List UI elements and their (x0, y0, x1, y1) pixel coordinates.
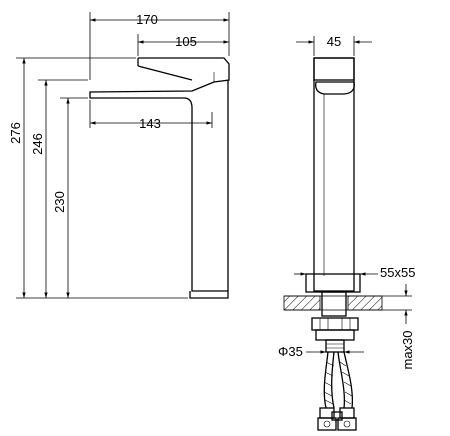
faucet-front-handle-line (191, 72, 215, 92)
fitting-left-hole (323, 420, 331, 428)
hose-right-outer (343, 351, 354, 409)
hose-right-inner (337, 351, 346, 409)
hose-left-inner (331, 351, 335, 409)
braided-hoses (323, 351, 354, 409)
spout-top-edge (137, 65, 193, 81)
faucet-side-handle (313, 57, 355, 81)
hose-left-braid (323, 361, 335, 405)
dim-label-230: 230 (52, 191, 67, 213)
hose-right-braid (339, 361, 353, 405)
dim-label-170: 170 (136, 12, 158, 27)
hose-left-outer (323, 351, 329, 409)
dim-label-246: 246 (30, 133, 45, 155)
dim-label-45: 45 (327, 34, 341, 49)
threaded-rod (325, 339, 345, 353)
countertop-left (283, 295, 321, 311)
dim-label-phi35: Φ35 (278, 344, 303, 359)
faucet-side-lever (315, 81, 355, 95)
dim-label-max30: max30 (400, 330, 415, 369)
fitting-right-hole (343, 420, 351, 428)
front-view: 170 105 143 276 246 230 (8, 12, 230, 299)
mounting-shank (321, 291, 347, 317)
mounting-nut (311, 317, 359, 331)
dim-label-143: 143 (139, 116, 161, 131)
countertop-right (347, 295, 383, 311)
dim-label-55x55: 55x55 (380, 265, 415, 280)
mounting-washer (315, 329, 355, 341)
fitting-right-2 (337, 417, 357, 431)
faucet-front-outline (89, 57, 230, 299)
hose-fittings (317, 407, 357, 431)
dim-label-105: 105 (175, 34, 197, 49)
dim-label-276: 276 (8, 122, 23, 144)
fitting-left-2 (317, 417, 337, 431)
fitting-center (331, 411, 343, 421)
side-view: 45 55x55 max30 Φ35 (278, 34, 415, 431)
